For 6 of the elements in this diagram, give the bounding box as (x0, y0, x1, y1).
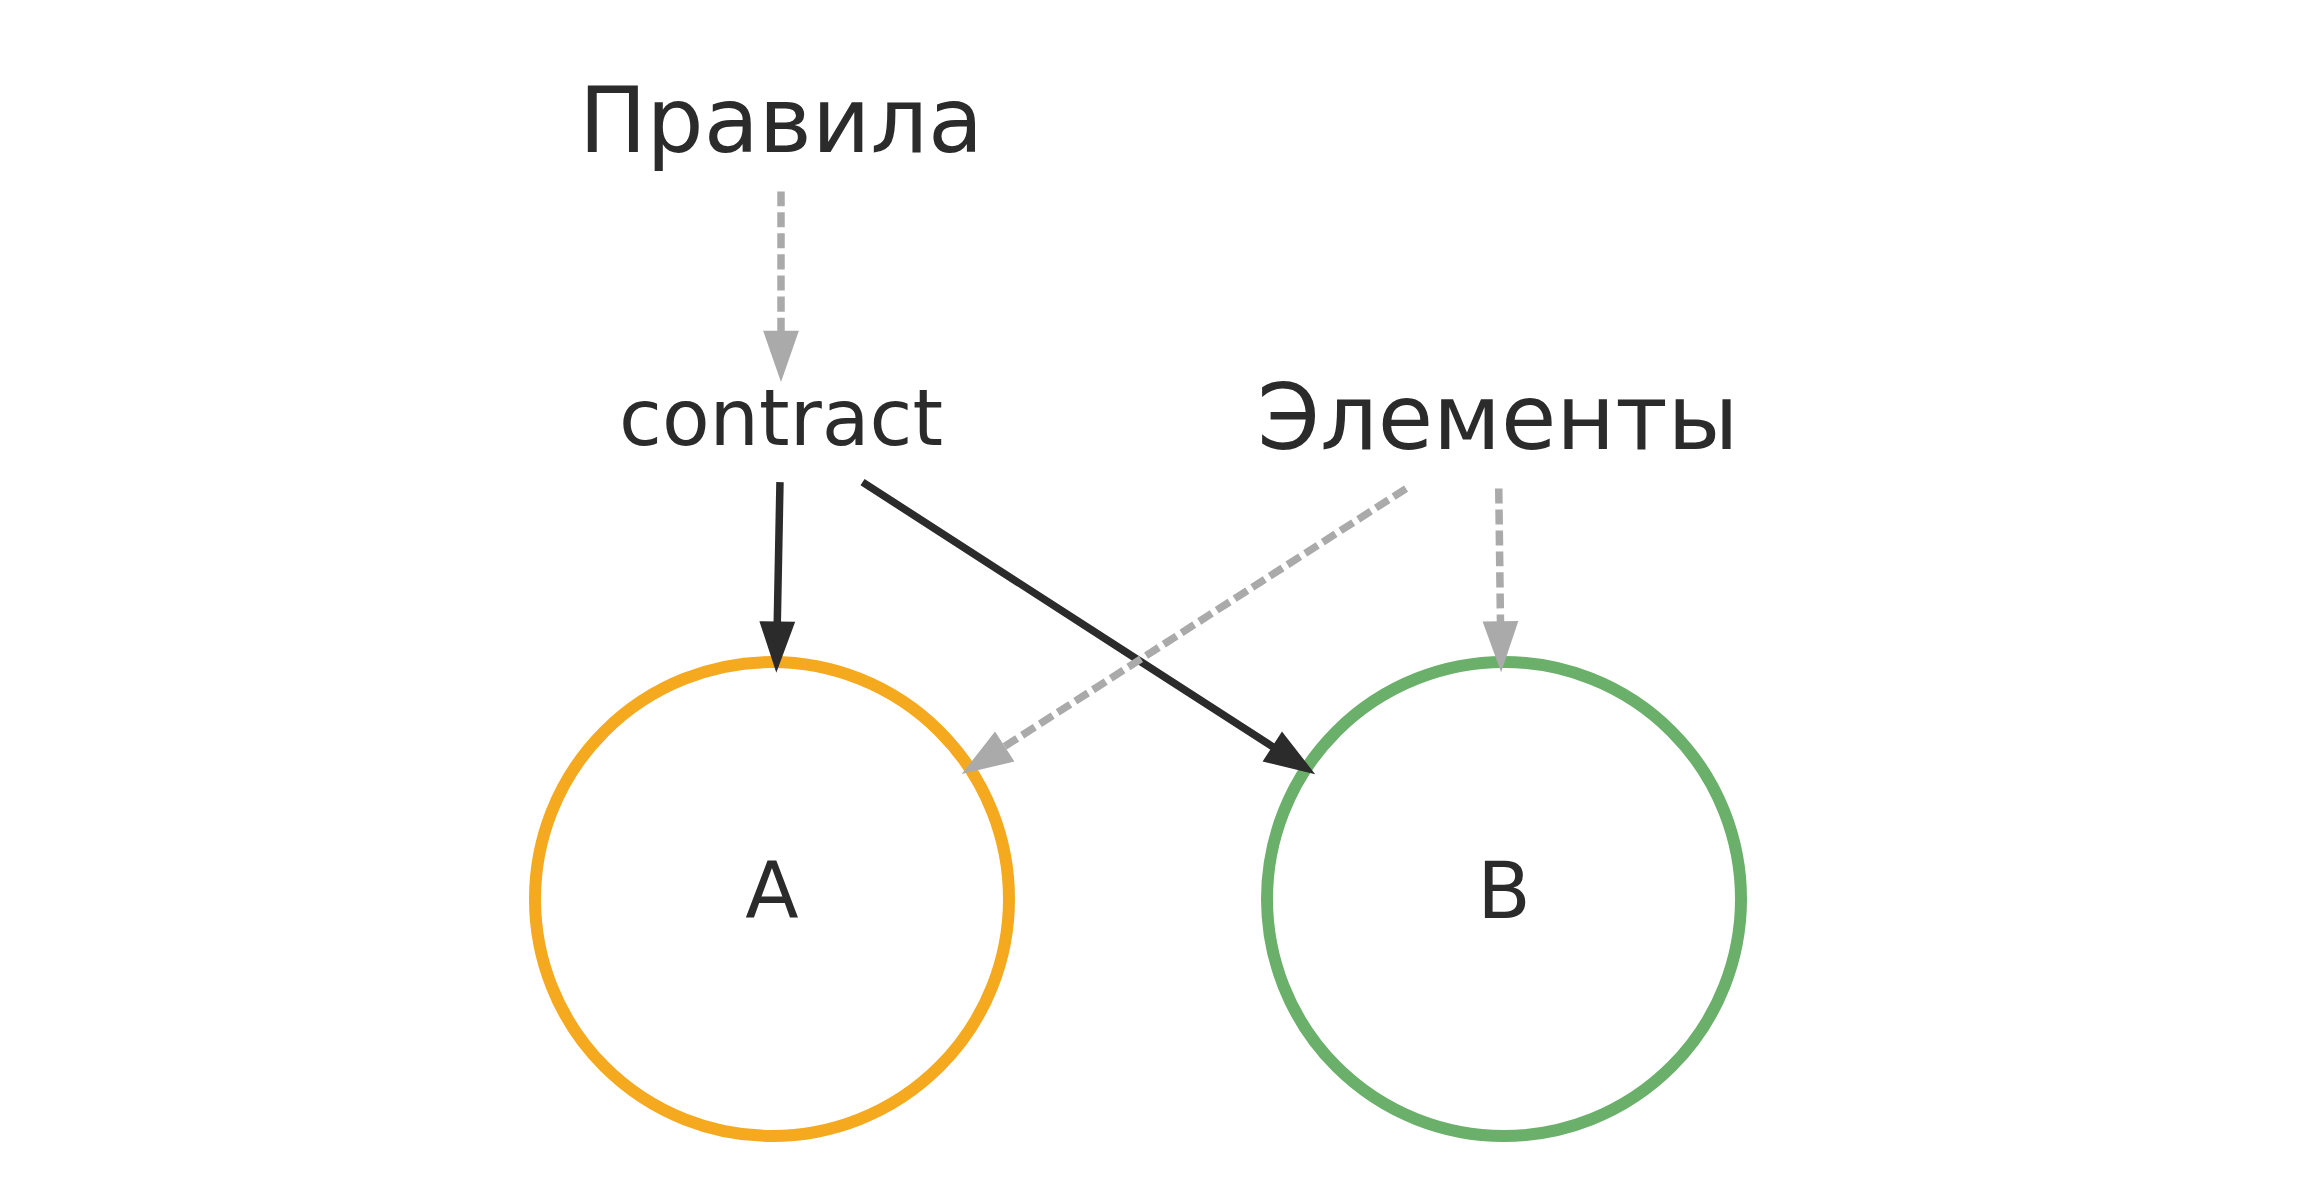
node-text: Элементы (1256, 364, 1739, 470)
arrow (762, 190, 799, 382)
arrow (961, 484, 1408, 774)
node-text: Правила (578, 67, 983, 173)
node-text: contract (618, 372, 943, 463)
arrow (860, 478, 1315, 774)
